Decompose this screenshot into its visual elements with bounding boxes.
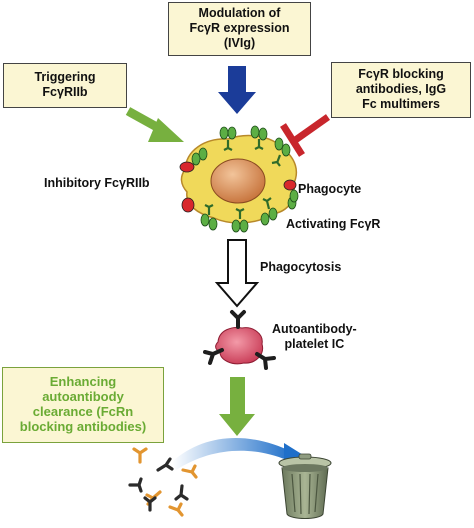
loose-antibodies <box>128 447 198 517</box>
autoantibody-platelet-ic <box>203 310 276 370</box>
triggering-box: Triggering FcγRIIb <box>3 63 127 108</box>
nucleus <box>210 158 266 204</box>
inhibitory-receptor-label: Inhibitory FcγRIIb <box>44 176 150 190</box>
clearance-arrow <box>219 377 255 436</box>
triggering-line-2: FcγRIIb <box>42 85 88 99</box>
ic-label: Autoantibody- platelet IC <box>272 322 357 352</box>
trash-can-icon <box>278 453 332 519</box>
ic-label-line-2: platelet IC <box>284 337 345 351</box>
modulation-line-2: FcγR expression <box>189 21 290 35</box>
modulation-line-1: Modulation of <box>198 6 281 20</box>
modulation-box: Modulation of FcγR expression (IVIg) <box>168 2 311 56</box>
phagocytosis-arrow <box>214 239 260 308</box>
ic-label-line-1: Autoantibody- <box>272 322 357 336</box>
triggering-line-1: Triggering <box>34 70 96 84</box>
clearance-line-4: blocking antibodies) <box>19 419 147 434</box>
phagocytosis-label: Phagocytosis <box>260 260 342 274</box>
blocking-line-2: antibodies, IgG <box>355 82 447 96</box>
blocking-line-1: FcγR blocking <box>358 67 444 81</box>
blocking-box: FcγR blocking antibodies, IgG Fc multime… <box>331 62 471 118</box>
clearance-line-3: clearance (FcRn <box>32 404 134 419</box>
phagocyte-label: Phagocyte <box>298 182 362 196</box>
clearance-line-2: autoantibody <box>42 389 124 404</box>
clearance-line-1: Enhancing <box>49 374 117 389</box>
clearance-box: Enhancing autoantibody clearance (FcRn b… <box>2 367 164 443</box>
modulation-arrow <box>218 66 256 114</box>
activating-receptor-label: Activating FcγR <box>286 217 381 231</box>
modulation-line-3: (IVIg) <box>223 36 256 50</box>
blocking-inhibition-arrow <box>280 114 331 157</box>
phagocyte-cell <box>179 125 299 233</box>
blocking-line-3: Fc multimers <box>362 97 440 111</box>
triggering-arrow <box>125 107 184 142</box>
